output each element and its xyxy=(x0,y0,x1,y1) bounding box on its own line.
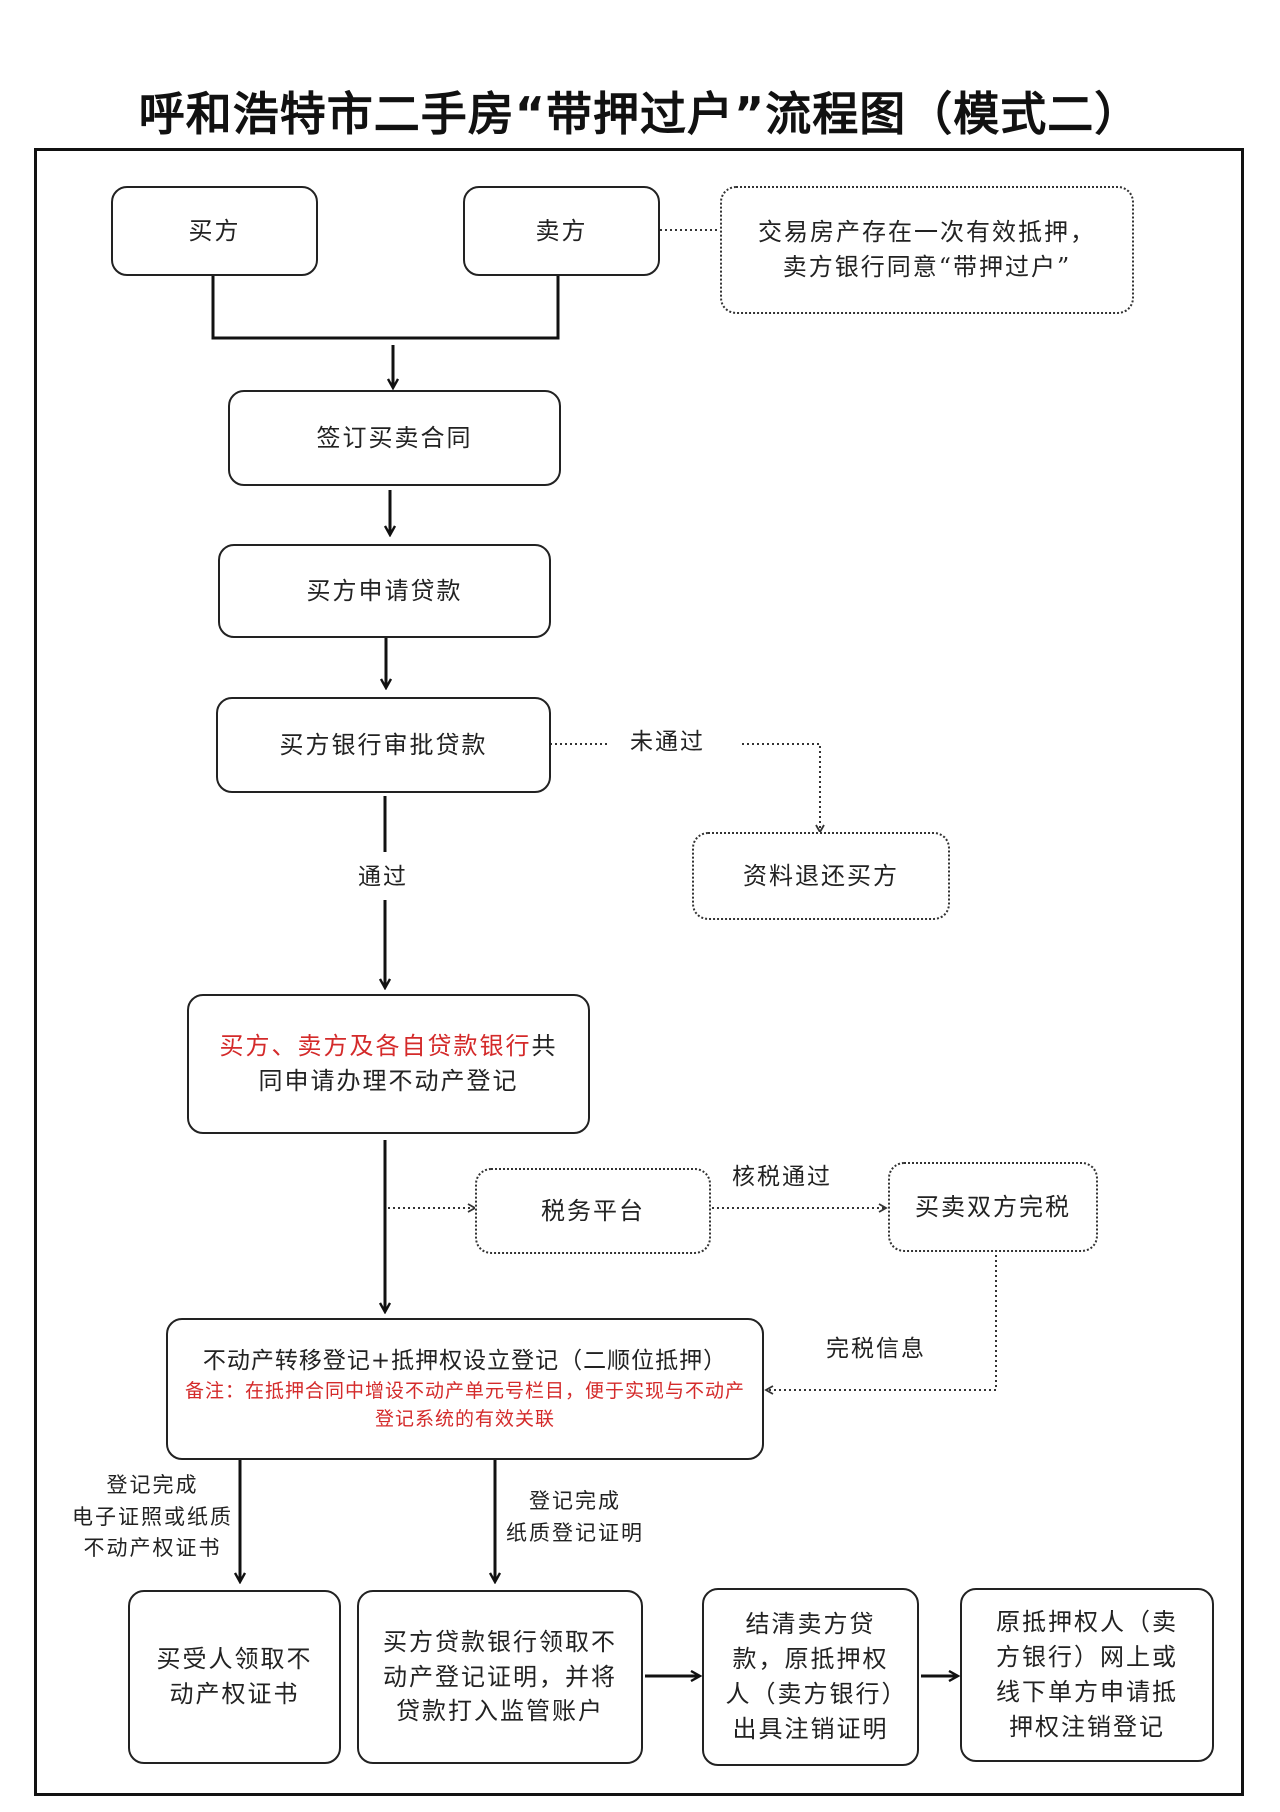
label-reg-done-left: 登记完成 电子证照或纸质 不动产权证书 xyxy=(72,1470,233,1565)
node-settle-loan-label: 结清卖方贷款，原抵押权人（卖方银行）出具注销证明 xyxy=(725,1610,896,1743)
node-sign-contract: 签订买卖合同 xyxy=(228,390,561,486)
label-tax-info: 完税信息 xyxy=(826,1332,926,1367)
node-tax-platform: 税务平台 xyxy=(475,1168,711,1254)
node-tax-done-label: 买卖双方完税 xyxy=(915,1192,1071,1221)
node-transfer-reg-label: 不动产转移登记+抵押权设立登记（二顺位抵押） xyxy=(202,1347,728,1374)
node-buyer-label: 买方 xyxy=(188,216,241,245)
tax-info-link xyxy=(764,1250,997,1395)
label-reg-done-mid: 登记完成 纸质登记证明 xyxy=(506,1486,644,1549)
node-cancel-reg-label: 原抵押权人（卖方银行）网上或线下单方申请抵押权注销登记 xyxy=(996,1608,1178,1741)
node-buyer-cert: 买受人领取不动产权证书 xyxy=(128,1590,341,1764)
node-transfer-reg: 不动产转移登记+抵押权设立登记（二顺位抵押） 备注：在抵押合同中增设不动产单元号… xyxy=(166,1318,764,1460)
label-tax-passed: 核税通过 xyxy=(732,1160,832,1195)
label-not-passed: 未通过 xyxy=(630,725,705,760)
node-apply-loan: 买方申请贷款 xyxy=(218,544,551,638)
node-joint-apply: 买方、卖方及各自贷款银行共同申请办理不动产登记 xyxy=(187,994,590,1134)
node-tax-platform-label: 税务平台 xyxy=(541,1196,645,1225)
node-bank-review: 买方银行审批贷款 xyxy=(216,697,551,793)
diagram-frame xyxy=(34,148,1244,1796)
node-return-docs-label: 资料退还买方 xyxy=(743,861,899,890)
node-buyer: 买方 xyxy=(111,186,318,276)
node-bank-cert: 买方贷款银行领取不动产登记证明，并将贷款打入监管账户 xyxy=(357,1590,643,1764)
node-mortgage-note: 交易房产存在一次有效抵押，卖方银行同意“带押过户” xyxy=(720,186,1134,314)
node-bank-review-label: 买方银行审批贷款 xyxy=(279,730,488,759)
node-transfer-reg-note: 备注：在抵押合同中增设不动产单元号栏目，便于实现与不动产登记系统的有效关联 xyxy=(184,1380,745,1430)
node-mortgage-note-label: 交易房产存在一次有效抵押，卖方银行同意“带押过户” xyxy=(758,218,1096,281)
node-seller-label: 卖方 xyxy=(535,216,588,245)
buyer-seller-merge-line xyxy=(211,275,560,340)
label-passed: 通过 xyxy=(358,860,408,895)
node-joint-apply-red: 买方、卖方及各自贷款银行 xyxy=(219,1032,532,1061)
node-joint-apply-rest: 共同申请办理不动产登记 xyxy=(258,1032,558,1095)
node-cancel-reg: 原抵押权人（卖方银行）网上或线下单方申请抵押权注销登记 xyxy=(960,1588,1214,1762)
node-sign-contract-label: 签订买卖合同 xyxy=(316,423,473,452)
node-apply-loan-label: 买方申请贷款 xyxy=(306,576,463,605)
node-seller: 卖方 xyxy=(463,186,660,276)
not-passed-link xyxy=(550,743,820,832)
node-bank-cert-label: 买方贷款银行领取不动产登记证明，并将贷款打入监管账户 xyxy=(383,1627,617,1726)
page-title: 呼和浩特市二手房“带押过户”流程图（模式二） xyxy=(138,87,1142,141)
node-return-docs: 资料退还买方 xyxy=(692,832,950,920)
node-settle-loan: 结清卖方贷款，原抵押权人（卖方银行）出具注销证明 xyxy=(702,1588,919,1766)
node-buyer-cert-label: 买受人领取不动产权证书 xyxy=(156,1645,313,1708)
node-tax-done: 买卖双方完税 xyxy=(888,1162,1098,1252)
